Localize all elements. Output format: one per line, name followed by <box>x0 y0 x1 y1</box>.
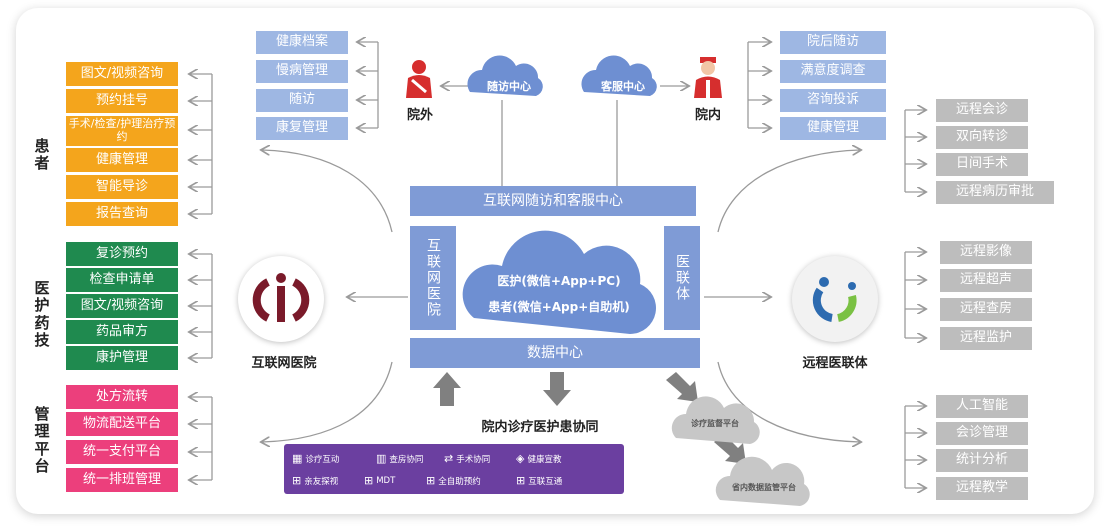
diag-platform-label: 诊疗监督平台 <box>691 419 739 428</box>
kiosk-icon: ⊞ <box>426 474 436 487</box>
outpatient-item[interactable]: 随访 <box>256 89 348 112</box>
collab-item[interactable]: ⊞互联互通 <box>516 474 563 487</box>
cloud-shapes <box>462 55 810 506</box>
kiosk-icon: ⊞ <box>364 474 374 487</box>
inpatient-item[interactable]: 院后随访 <box>780 31 886 54</box>
grid-icon: ▦ <box>292 452 303 465</box>
remote-alliance-caption: 远程医联体 <box>802 356 868 371</box>
data-center-bar: 数据中心 <box>410 338 700 368</box>
inpatient-item[interactable]: 满意度调查 <box>780 60 886 83</box>
kiosk-icon: ⊞ <box>292 474 302 487</box>
followup-center-label: 随访中心 <box>487 80 531 93</box>
patient-item[interactable]: 报告查询 <box>66 202 178 226</box>
label-nursing: 医护药技 <box>34 279 50 349</box>
building-icon: ▥ <box>376 452 387 465</box>
collaboration-panel: ▦诊疗互动 ▥查房协同 ⇄手术协同 ◈健康宣教 ⊞亲友探视 ⊞MDT ⊞全自助预… <box>284 444 624 494</box>
nursing-item[interactable]: 药品审方 <box>66 320 178 344</box>
collab-item[interactable]: ◈健康宣教 <box>516 452 562 465</box>
nursing-item[interactable]: 康护管理 <box>66 346 178 370</box>
platform-item[interactable]: 远程教学 <box>936 477 1028 500</box>
nursing-item[interactable]: 复诊预约 <box>66 242 178 266</box>
patient-item[interactable]: 手术/检查/护理治疗预约 <box>66 116 178 146</box>
collab-item[interactable]: ⊞亲友探视 <box>292 474 339 487</box>
platform-item[interactable]: 人工智能 <box>936 395 1028 418</box>
label-management: 管理平台 <box>34 405 50 475</box>
cloud-line-1: 医护(微信+App+PC) <box>497 274 621 288</box>
patient-item[interactable]: 智能导诊 <box>66 175 178 199</box>
management-item[interactable]: 统一排班管理 <box>66 468 178 492</box>
service-center-label: 客服中心 <box>601 80 645 93</box>
patient-item[interactable]: 健康管理 <box>66 148 178 172</box>
nursing-item[interactable]: 图文/视频咨询 <box>66 294 178 318</box>
provincial-platform-label: 省内数据监管平台 <box>732 483 796 492</box>
outpatient-item[interactable]: 慢病管理 <box>256 60 348 83</box>
internet-hospital-logo <box>238 256 324 342</box>
cloud-line-2: 患者(微信+App+自助机) <box>488 300 630 314</box>
patient-item[interactable]: 图文/视频咨询 <box>66 62 178 86</box>
patient-item[interactable]: 预约挂号 <box>66 89 178 113</box>
platform-item[interactable]: 统计分析 <box>936 449 1028 472</box>
center-left-column: 互联网医院 <box>410 226 456 330</box>
management-item[interactable]: 处方流转 <box>66 385 178 409</box>
nursing-item[interactable]: 检查申请单 <box>66 268 178 292</box>
collab-item[interactable]: ⇄手术协同 <box>444 452 491 465</box>
remote-service-item[interactable]: 远程查房 <box>940 298 1032 321</box>
layers-icon: ◈ <box>516 452 525 465</box>
outpatient-caption: 院外 <box>406 108 433 123</box>
inpatient-caption: 院内 <box>694 108 721 123</box>
doctor-icon <box>690 56 726 100</box>
remote-consult-item[interactable]: 双向转诊 <box>936 126 1028 149</box>
kiosk-icon: ⊞ <box>516 474 526 487</box>
remote-consult-item[interactable]: 日间手术 <box>936 153 1028 176</box>
inpatient-item[interactable]: 健康管理 <box>780 117 886 140</box>
center-right-column: 医联体 <box>664 226 700 330</box>
patient-person-icon <box>402 58 436 100</box>
remote-service-item[interactable]: 远程超声 <box>940 269 1032 292</box>
remote-service-item[interactable]: 远程监护 <box>940 327 1032 350</box>
collab-item[interactable]: ▥查房协同 <box>376 452 424 465</box>
collab-item[interactable]: ⊞MDT <box>364 474 396 487</box>
remote-consult-item[interactable]: 远程会诊 <box>936 99 1028 122</box>
remote-consult-item[interactable]: 远程病历审批 <box>936 181 1054 204</box>
platform-item[interactable]: 会诊管理 <box>936 422 1028 445</box>
label-patient: 患者 <box>34 137 50 173</box>
inpatient-item[interactable]: 咨询投诉 <box>780 89 886 112</box>
management-item[interactable]: 统一支付平台 <box>66 440 178 464</box>
management-item[interactable]: 物流配送平台 <box>66 412 178 436</box>
remote-alliance-logo <box>792 256 878 342</box>
outpatient-item[interactable]: 健康档案 <box>256 31 348 54</box>
collab-item[interactable]: ▦诊疗互动 <box>292 452 340 465</box>
outpatient-item[interactable]: 康复管理 <box>256 117 348 140</box>
center-top-bar: 互联网随访和客服中心 <box>410 186 696 216</box>
exchange-icon: ⇄ <box>444 452 454 465</box>
collab-item[interactable]: ⊞全自助预约 <box>426 474 481 487</box>
collab-caption: 院内诊疗医护患协同 <box>481 420 599 435</box>
remote-service-item[interactable]: 远程影像 <box>940 241 1032 264</box>
internet-hospital-caption: 互联网医院 <box>251 356 317 371</box>
